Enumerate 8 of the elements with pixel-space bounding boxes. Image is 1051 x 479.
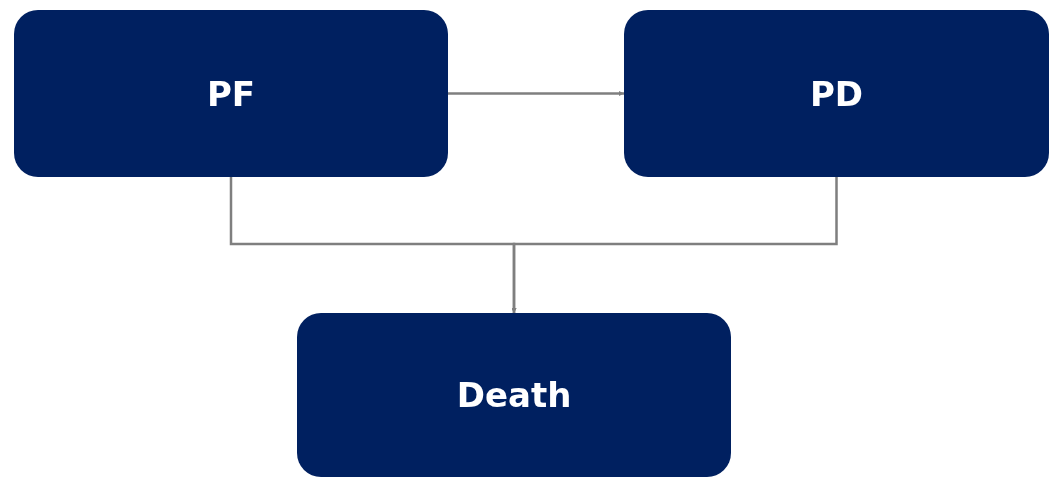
state-label: Death: [456, 375, 572, 415]
state-box: [297, 313, 731, 477]
connector-arrow: [448, 91, 624, 96]
state-box: [14, 10, 448, 177]
state-label: PD: [809, 73, 864, 114]
connector-arrow: [511, 177, 838, 313]
state-label: PF: [206, 73, 256, 114]
state-box: [624, 10, 1049, 177]
